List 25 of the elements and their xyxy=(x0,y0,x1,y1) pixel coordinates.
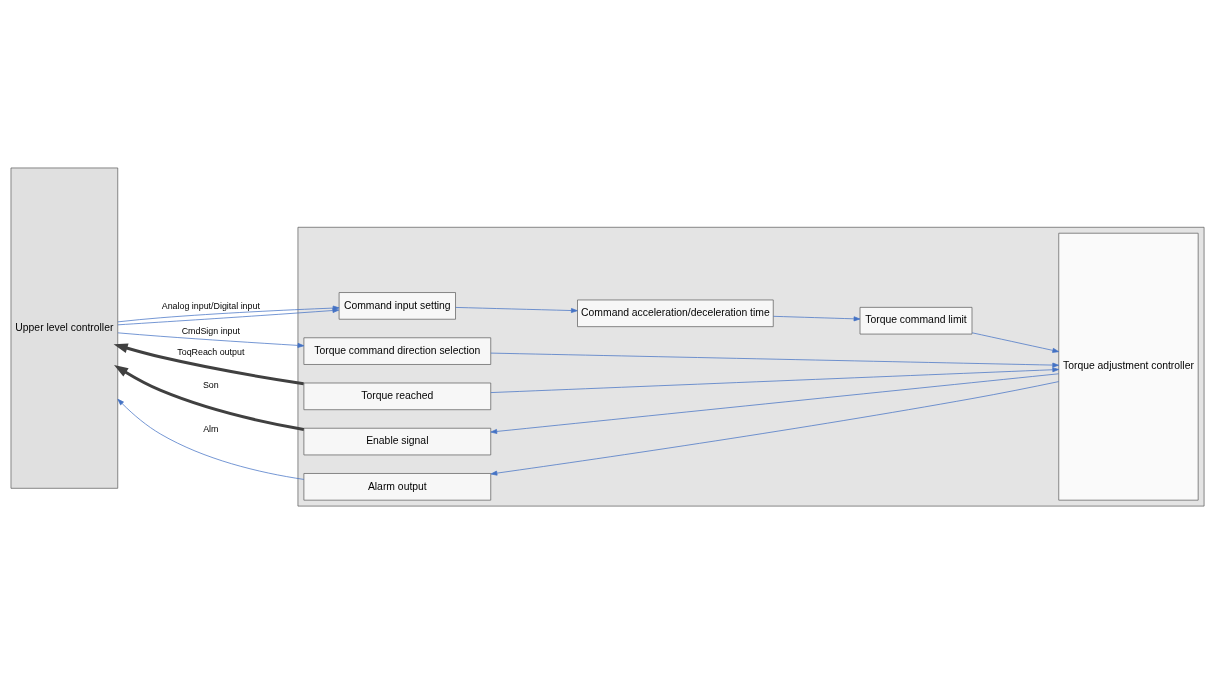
node-box: Torque adjustment controller xyxy=(1058,232,1199,501)
arrow xyxy=(114,364,305,431)
node-box: Command acceleration/deceleration time xyxy=(577,299,774,327)
arrow xyxy=(117,332,305,348)
edge-label: ToqReach output xyxy=(177,346,245,357)
edge-label: Analog input/Digital input xyxy=(161,301,260,312)
arrow xyxy=(490,373,1060,434)
arrow xyxy=(455,307,578,313)
arrow xyxy=(490,352,1060,368)
arrow xyxy=(971,332,1060,353)
node-box: Torque command direction selection xyxy=(303,337,492,365)
arrow xyxy=(490,367,1060,393)
node-box: Enable signal xyxy=(303,427,492,456)
edge-label: Alm xyxy=(203,423,219,434)
arrow xyxy=(773,315,861,322)
node-box: Torque reached xyxy=(303,382,492,411)
edge-label: CmdSign input xyxy=(181,325,240,336)
node-box: Torque command limit xyxy=(859,307,973,335)
edge-label: Son xyxy=(202,379,219,390)
node-box: Alarm output xyxy=(303,473,492,501)
arrow xyxy=(490,381,1060,476)
node-box: Command input setting xyxy=(338,292,456,320)
arrow xyxy=(117,398,305,480)
node-box: Upper level controller xyxy=(10,167,119,489)
arrow xyxy=(113,343,304,386)
